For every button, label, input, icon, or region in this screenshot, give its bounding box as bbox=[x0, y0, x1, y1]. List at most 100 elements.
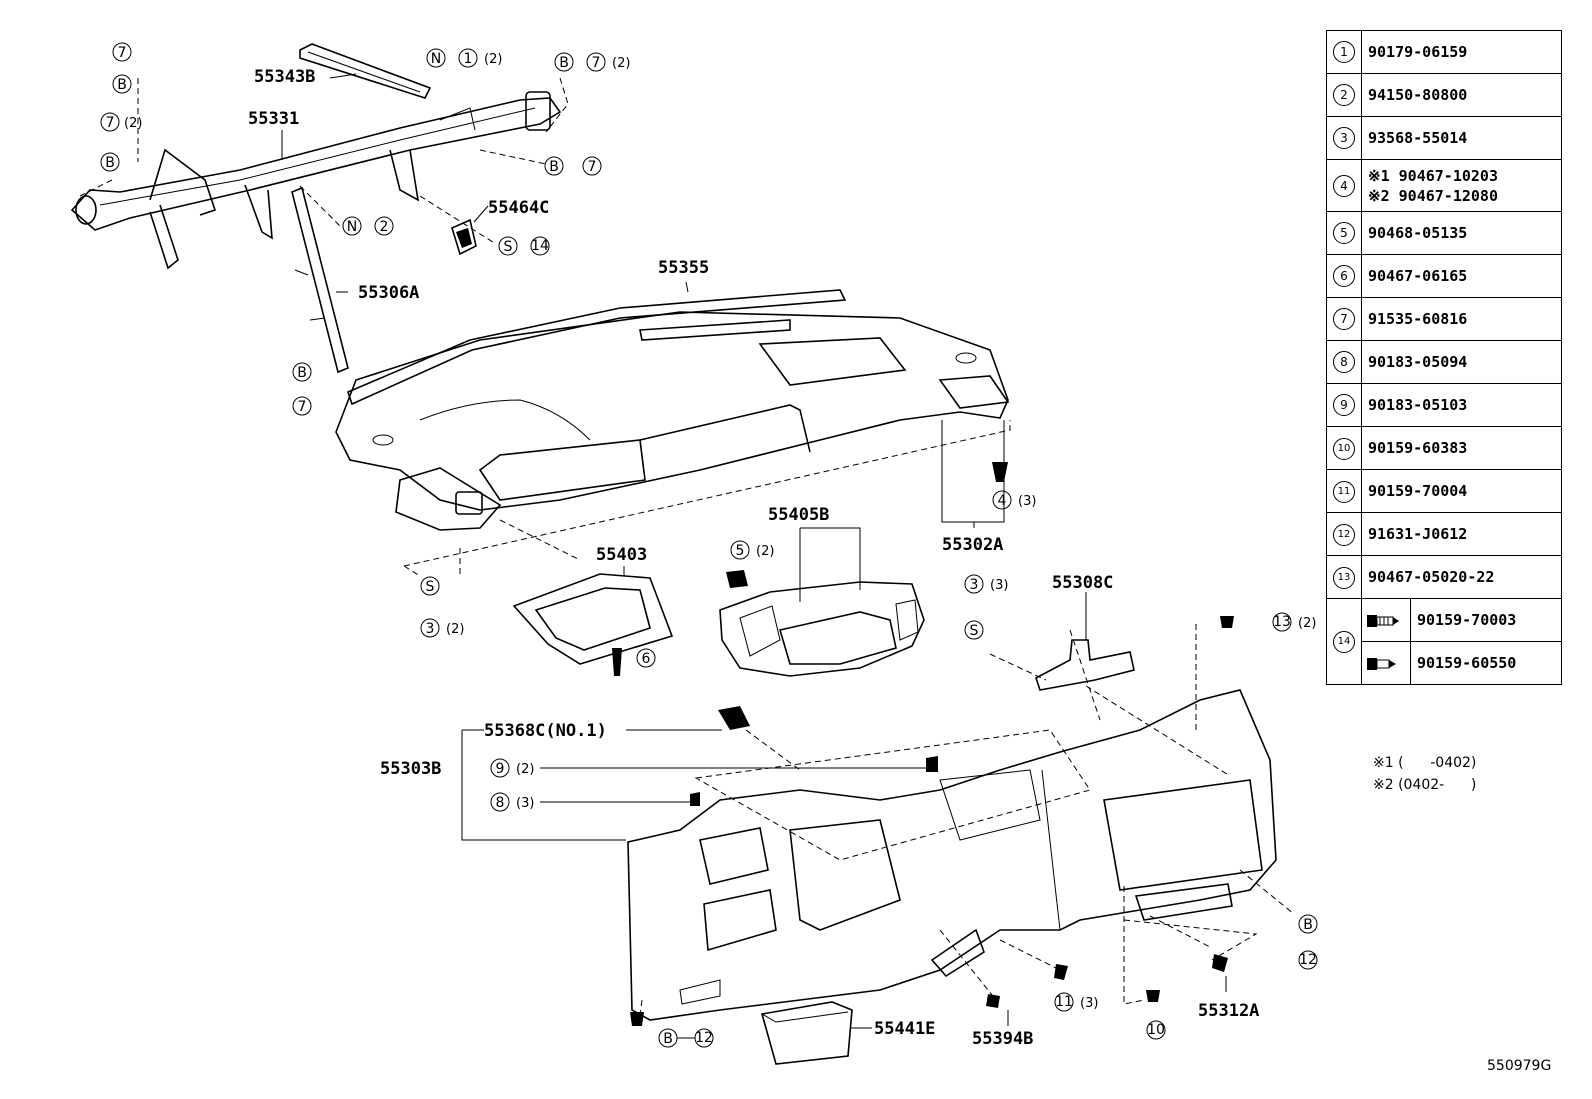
callout-7: 7 bbox=[586, 52, 606, 72]
callout-S: S bbox=[964, 620, 984, 640]
callout-11: 11 bbox=[1054, 992, 1074, 1012]
bracket-55308C bbox=[1035, 639, 1135, 691]
svg-text:12: 12 bbox=[695, 1030, 713, 1046]
svg-text:3: 3 bbox=[970, 577, 979, 593]
reinforcement-bar-55331 bbox=[70, 91, 562, 270]
callout-5: 5 bbox=[730, 540, 750, 560]
svg-text:1: 1 bbox=[464, 51, 473, 67]
label-55303B: 55303B bbox=[380, 759, 441, 779]
table-row: 11 90159-70004 bbox=[1326, 469, 1562, 513]
index-9: 9 bbox=[1333, 394, 1355, 416]
leader-lines bbox=[79, 77, 1295, 1017]
svg-text:B: B bbox=[663, 1031, 673, 1047]
bolt-long-icon bbox=[1367, 614, 1399, 627]
table-row: 14 90159-70003 bbox=[1326, 598, 1562, 685]
part-number: 90159-60383 bbox=[1361, 426, 1562, 470]
svg-text:10: 10 bbox=[1147, 1022, 1165, 1038]
svg-text:B: B bbox=[1303, 917, 1313, 933]
label-55331: 55331 bbox=[248, 109, 299, 129]
label-55405B: 55405B bbox=[768, 505, 829, 525]
index-12: 12 bbox=[1333, 523, 1355, 546]
label-55355: 55355 bbox=[658, 258, 709, 278]
callout-7: 7 bbox=[100, 112, 120, 132]
callout-2: 2 bbox=[374, 216, 394, 236]
applicability-notes: ※1 ( -0402) ※2 (0402- ) bbox=[1373, 752, 1476, 796]
callout-4: 4 bbox=[992, 490, 1012, 510]
svg-text:5: 5 bbox=[736, 543, 745, 559]
qty-3: (3) bbox=[990, 578, 1008, 593]
svg-text:2: 2 bbox=[380, 219, 389, 235]
index-1: 1 bbox=[1333, 41, 1355, 63]
part-number: 90159-70004 bbox=[1361, 469, 1562, 513]
callout-N: N bbox=[426, 48, 446, 68]
svg-text:S: S bbox=[970, 623, 979, 639]
label-55394B: 55394B bbox=[972, 1029, 1033, 1049]
index-5: 5 bbox=[1333, 222, 1355, 244]
svg-text:B: B bbox=[117, 77, 127, 93]
part-number: 90467-06165 bbox=[1361, 254, 1562, 298]
safety-pad-55355 bbox=[335, 289, 1010, 531]
index-2: 2 bbox=[1333, 84, 1355, 106]
svg-text:B: B bbox=[559, 55, 569, 71]
qty-2: (2) bbox=[484, 52, 502, 67]
index-4: 4 bbox=[1333, 174, 1355, 197]
label-55343B: 55343B bbox=[254, 67, 315, 87]
index-11: 11 bbox=[1333, 480, 1355, 503]
callout-3: 3 bbox=[420, 618, 440, 638]
bolt-short-icon bbox=[1367, 657, 1396, 670]
callout-1: 1 bbox=[458, 48, 478, 68]
svg-text:8: 8 bbox=[496, 795, 505, 811]
brace-55343B bbox=[299, 43, 432, 99]
callout-3: 3 bbox=[964, 574, 984, 594]
label-55312A: 55312A bbox=[1198, 1001, 1259, 1021]
part-number: 90159-70003 bbox=[1410, 598, 1562, 642]
index-14: 14 bbox=[1333, 631, 1355, 653]
label-55306A: 55306A bbox=[358, 283, 419, 303]
svg-text:B: B bbox=[297, 365, 307, 381]
callout-B: B bbox=[658, 1028, 678, 1048]
index-8: 8 bbox=[1333, 351, 1355, 373]
part-number: 91535-60816 bbox=[1361, 297, 1562, 341]
table-row: 5 90468-05135 bbox=[1326, 211, 1562, 255]
cluster-finish-panel-55403 bbox=[512, 573, 674, 665]
svg-text:4: 4 bbox=[998, 493, 1007, 509]
part-number: 90183-05094 bbox=[1361, 340, 1562, 384]
svg-text:7: 7 bbox=[298, 399, 307, 415]
part-number: ※2 90467-12080 bbox=[1368, 186, 1498, 205]
callout-N: N bbox=[342, 216, 362, 236]
callout-B: B bbox=[544, 156, 564, 176]
label-55441E: 55441E bbox=[874, 1019, 935, 1039]
svg-text:B: B bbox=[549, 159, 559, 175]
index-13: 13 bbox=[1333, 566, 1355, 589]
callout-7: 7 bbox=[582, 156, 602, 176]
qty-2: (2) bbox=[124, 116, 142, 131]
callout-B: B bbox=[292, 362, 312, 382]
part-number: 90183-05103 bbox=[1361, 383, 1562, 427]
table-row: 90159-60550 bbox=[1327, 641, 1562, 685]
qty-3: (3) bbox=[1080, 996, 1098, 1011]
svg-text:7: 7 bbox=[592, 55, 601, 71]
table-row: 9 90183-05103 bbox=[1326, 383, 1562, 427]
svg-text:N: N bbox=[347, 219, 357, 235]
callout-7: 7 bbox=[292, 396, 312, 416]
part-number: 90468-05135 bbox=[1361, 211, 1562, 255]
qty-2: (2) bbox=[1298, 616, 1316, 631]
solid-leaders bbox=[281, 73, 1227, 1029]
callout-B: B bbox=[112, 74, 132, 94]
qty-2: (2) bbox=[516, 762, 534, 777]
callout-8: 8 bbox=[490, 792, 510, 812]
index-3: 3 bbox=[1333, 127, 1355, 149]
qty-2: (2) bbox=[612, 56, 630, 71]
svg-text:7: 7 bbox=[588, 159, 597, 175]
table-row: 8 90183-05094 bbox=[1326, 340, 1562, 384]
index-10: 10 bbox=[1333, 437, 1355, 460]
illustration-id: 550979G bbox=[1487, 1058, 1552, 1074]
svg-text:9: 9 bbox=[496, 761, 505, 777]
